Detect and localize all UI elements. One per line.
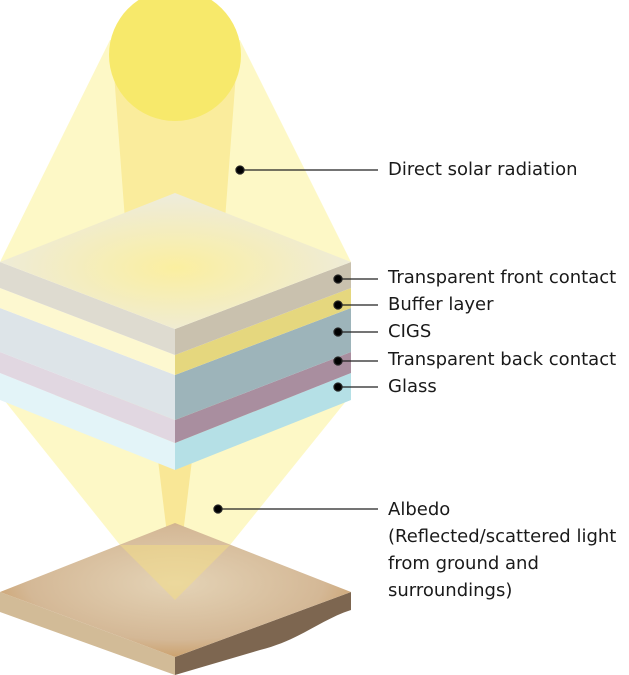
label-albedo-desc-3: surroundings) [388, 580, 513, 601]
stack-top-face [0, 193, 351, 329]
solar-cell-stack [0, 193, 351, 470]
label-buffer-layer: Buffer layer [388, 294, 494, 315]
layer-front-contact-right [175, 262, 351, 355]
label-albedo-desc-2: from ground and [388, 553, 539, 574]
label-direct-solar-radiation: Direct solar radiation [388, 159, 578, 180]
layer-front-contact-left [0, 262, 175, 355]
label-transparent-front-contact: Transparent front contact [388, 267, 617, 288]
leader-lines [213, 165, 378, 514]
label-cigs: CIGS [388, 321, 432, 342]
layer-glass-right [175, 373, 351, 470]
label-transparent-back-contact: Transparent back contact [388, 349, 617, 370]
label-albedo: Albedo [388, 499, 451, 520]
label-glass: Glass [388, 376, 437, 397]
ground [0, 523, 351, 675]
layer-back-contact-left [0, 352, 175, 443]
layer-cigs-right [175, 308, 351, 420]
layer-buffer-left [0, 288, 175, 375]
layer-back-contact-right [175, 352, 351, 443]
layer-cigs-left [0, 308, 175, 420]
sun-icon [109, 0, 241, 121]
layer-buffer-right [175, 288, 351, 375]
layer-glass-left [0, 373, 175, 470]
label-albedo-desc-1: (Reflected/scattered light [388, 526, 617, 547]
